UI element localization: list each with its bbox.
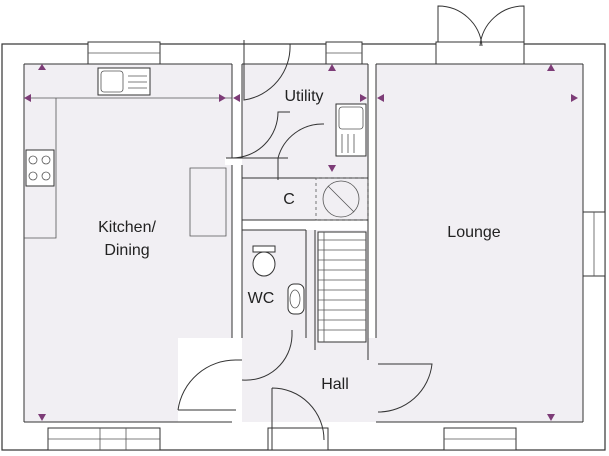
- arrow-kitchen-bottom-left: [38, 414, 46, 421]
- windows: [47, 41, 606, 451]
- hob: [25, 149, 55, 187]
- cupboard-tank: [315, 177, 369, 221]
- cupboard-floor: [242, 178, 368, 220]
- kitchen-label-line2: Dining: [104, 242, 149, 259]
- arrow-utility-right: [360, 94, 367, 102]
- hall-label: Hall: [321, 376, 349, 393]
- arrow-lounge-right: [571, 94, 578, 102]
- hall-floor: [242, 230, 376, 422]
- kitchen-label-line1: Kitchen/: [98, 219, 156, 236]
- lounge-label: Lounge: [447, 224, 500, 241]
- arrow-lounge-top: [547, 64, 555, 71]
- arrow-lounge-bottom: [547, 414, 555, 421]
- internal-doors: [177, 40, 433, 413]
- front-door: [267, 387, 329, 451]
- french-doors: [435, 5, 525, 65]
- arrow-utility-bottom: [328, 165, 336, 172]
- utility-sink: [335, 103, 367, 157]
- arrow-lounge-left: [377, 94, 384, 102]
- arrow-utility-top: [328, 64, 336, 71]
- wc-basin: [287, 283, 305, 315]
- staircase: [317, 231, 367, 343]
- wc-toilet: [252, 245, 276, 277]
- cupboard-label: C: [283, 191, 295, 208]
- wc-label: WC: [248, 290, 275, 307]
- kitchen-sink: [97, 67, 151, 96]
- arrow-kitchen-top-left: [38, 64, 46, 70]
- kitchen-worktop: [24, 97, 232, 239]
- arrow-utility-left: [233, 94, 240, 102]
- lounge-floor: [376, 64, 583, 422]
- arrow-kitchen-top-left-side: [24, 94, 31, 102]
- measure-arrows: [24, 64, 578, 421]
- kitchen-dining-floor: [24, 64, 232, 422]
- utility-label: Utility: [284, 88, 323, 105]
- arrow-kitchen-right: [219, 94, 226, 102]
